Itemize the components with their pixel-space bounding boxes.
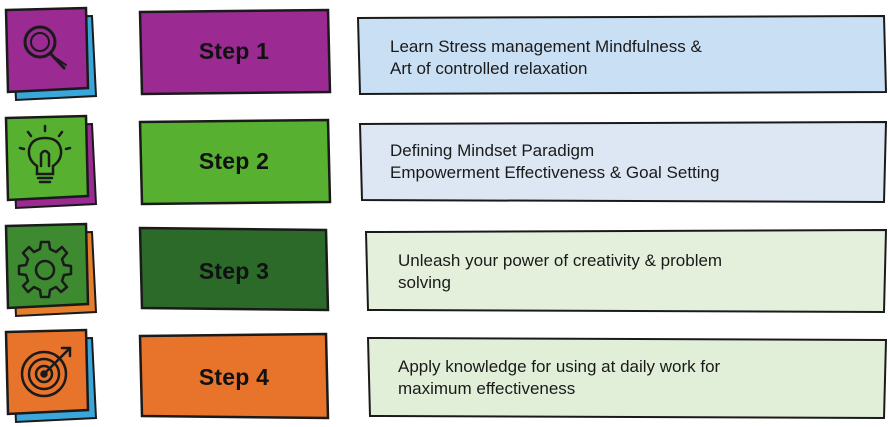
step-4-graphics: [4, 328, 888, 424]
step-description: Unleash your power of creativity & probl…: [398, 250, 722, 294]
icon-tile: [4, 114, 90, 202]
step-description-line: Art of controlled relaxation: [390, 59, 588, 78]
step-label: Step 4: [198, 364, 270, 390]
step-description-line: Unleash your power of creativity & probl…: [398, 251, 723, 270]
step-box: [138, 332, 330, 420]
step-label: Step 2: [198, 148, 270, 174]
icon-tile: [4, 6, 90, 94]
step-description: Apply knowledge for using at daily work …: [398, 356, 720, 400]
step-2-graphics: [4, 114, 888, 210]
step-box: [138, 8, 332, 96]
step-label: Step 1: [198, 38, 270, 64]
lightbulb-icon: [18, 124, 72, 184]
step-row-2: Step 2 Defining Mindset Paradigm Empower…: [0, 112, 888, 212]
step-row-1: Step 1 Learn Stress management Mindfulne…: [0, 4, 888, 104]
gear-icon: [17, 240, 73, 299]
step-box: [138, 118, 332, 206]
step-label: Step 3: [198, 258, 270, 284]
description-box: [366, 336, 888, 420]
step-row-4: Step 4 Apply knowledge for using at dail…: [0, 326, 888, 426]
step-description-line: solving: [398, 273, 451, 292]
step-3-graphics: [4, 222, 888, 318]
step-description: Learn Stress management Mindfulness & Ar…: [390, 36, 702, 80]
step-description-line: Empowerment Effectiveness & Goal Setting: [390, 163, 720, 182]
step-description-line: Apply knowledge for using at daily work …: [398, 357, 721, 376]
step-1-graphics: [4, 6, 888, 102]
step-description: Defining Mindset Paradigm Empowerment Ef…: [390, 140, 719, 184]
description-box: [358, 120, 888, 204]
step-row-3: Step 3 Unleash your power of creativity …: [0, 220, 888, 320]
step-description-line: Learn Stress management Mindfulness &: [390, 37, 702, 56]
target-icon: [20, 346, 72, 398]
description-box: [356, 14, 888, 96]
step-box: [138, 226, 330, 312]
step-description-line: Defining Mindset Paradigm: [390, 141, 595, 160]
step-description-line: maximum effectiveness: [398, 379, 576, 398]
description-box: [364, 228, 888, 314]
magnifier-icon: [23, 25, 67, 70]
